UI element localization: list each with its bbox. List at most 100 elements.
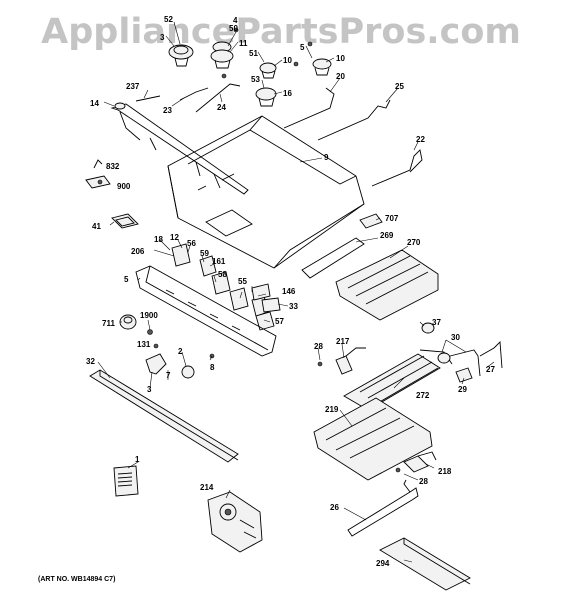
label-18: 18 <box>154 235 163 244</box>
label-1: 1 <box>135 455 140 464</box>
watermark: AppliancePartsPros.com <box>41 12 521 52</box>
label-33: 33 <box>289 302 298 311</box>
screw-131[interactable] <box>153 343 159 349</box>
bracket-146[interactable] <box>251 283 271 301</box>
label-219: 219 <box>325 405 339 414</box>
label-32: 32 <box>86 357 95 366</box>
tube-27[interactable] <box>479 340 503 369</box>
cover-plate-41[interactable] <box>111 213 139 229</box>
label-10a: 10 <box>283 56 292 65</box>
bracket-900[interactable] <box>85 175 111 189</box>
cap-707[interactable] <box>359 213 383 229</box>
burner-tube-24[interactable] <box>195 83 241 113</box>
igniter-wire-237[interactable] <box>135 95 161 102</box>
burner-tube-22[interactable] <box>371 149 423 187</box>
label-7: 7 <box>166 371 171 380</box>
label-52: 52 <box>164 15 173 24</box>
label-131: 131 <box>137 340 151 349</box>
label-3b: 3 <box>147 385 152 394</box>
manual-1[interactable] <box>113 465 139 497</box>
label-10b: 10 <box>336 54 345 63</box>
label-8: 8 <box>210 363 215 372</box>
burner-tube-25[interactable] <box>317 99 391 141</box>
igniter-218[interactable] <box>403 451 437 473</box>
label-22: 22 <box>416 135 425 144</box>
label-218: 218 <box>438 467 452 476</box>
label-25: 25 <box>395 82 404 91</box>
burner-head-right[interactable] <box>312 58 332 76</box>
shield-270[interactable] <box>335 249 439 321</box>
bake-burner-26[interactable] <box>347 479 419 537</box>
bezel-3[interactable] <box>145 353 167 375</box>
label-206: 206 <box>131 247 145 256</box>
rail-269[interactable] <box>301 237 365 279</box>
label-14: 14 <box>90 99 99 108</box>
label-16: 16 <box>283 89 292 98</box>
label-26: 26 <box>330 503 339 512</box>
burner-head-left[interactable] <box>168 44 194 67</box>
switch-33[interactable] <box>261 297 281 313</box>
label-41: 41 <box>92 222 101 231</box>
burner-box[interactable] <box>167 115 365 269</box>
label-58: 58 <box>218 270 227 279</box>
igniter-217[interactable] <box>335 347 366 375</box>
label-27: 27 <box>486 365 495 374</box>
burner-tube-20[interactable] <box>283 87 335 129</box>
burner-head-bottom[interactable] <box>255 87 277 107</box>
label-9: 9 <box>324 153 329 162</box>
label-161: 161 <box>212 257 226 266</box>
kick-panel-32[interactable] <box>89 369 239 463</box>
knob-711[interactable] <box>119 314 137 330</box>
label-37: 37 <box>432 318 441 327</box>
spark-module-214[interactable] <box>207 491 263 553</box>
label-272: 272 <box>416 391 430 400</box>
label-3: 3 <box>160 33 165 42</box>
label-146: 146 <box>282 287 296 296</box>
label-237: 237 <box>126 82 140 91</box>
screw-1900[interactable] <box>147 329 153 335</box>
label-28b: 28 <box>419 477 428 486</box>
burner-head-center[interactable] <box>210 41 234 69</box>
label-24: 24 <box>217 103 226 112</box>
label-711: 711 <box>102 319 115 328</box>
label-57: 57 <box>275 317 284 326</box>
label-11: 11 <box>239 39 248 48</box>
label-23: 23 <box>163 106 172 115</box>
label-5b: 5 <box>124 275 129 284</box>
elbow-29[interactable] <box>455 367 473 383</box>
label-5a: 5 <box>300 43 305 52</box>
label-1900: 1900 <box>140 311 158 320</box>
manifold-pipe[interactable] <box>110 102 249 195</box>
label-30: 30 <box>451 333 460 342</box>
label-217: 217 <box>336 337 350 346</box>
label-50: 50 <box>229 24 238 33</box>
label-832: 832 <box>106 162 120 171</box>
label-4: 4 <box>233 16 238 25</box>
label-55: 55 <box>238 277 247 286</box>
broil-burner-272[interactable] <box>343 349 453 411</box>
burner-tube-23[interactable] <box>179 87 209 101</box>
knob-7[interactable] <box>181 365 195 379</box>
label-56: 56 <box>187 239 196 248</box>
burner-head-right-top[interactable] <box>259 62 277 79</box>
label-20: 20 <box>336 72 345 81</box>
rail-294[interactable] <box>379 537 471 591</box>
label-2: 2 <box>178 347 183 356</box>
label-59: 59 <box>200 249 209 258</box>
label-270: 270 <box>407 238 421 247</box>
label-51: 51 <box>249 49 258 58</box>
label-214: 214 <box>200 483 214 492</box>
label-28a: 28 <box>314 342 323 351</box>
control-panel-5[interactable] <box>135 265 277 357</box>
wire-832[interactable] <box>93 159 103 169</box>
label-707: 707 <box>385 214 399 223</box>
label-294: 294 <box>376 559 390 568</box>
fitting-30[interactable] <box>437 349 481 377</box>
label-269: 269 <box>380 231 394 240</box>
label-12: 12 <box>170 233 179 242</box>
orifice-37[interactable] <box>421 322 435 334</box>
bake-shield-219[interactable] <box>313 397 433 481</box>
art-number: (ART NO. WB14894 C7) <box>38 576 116 583</box>
label-900: 900 <box>117 182 131 191</box>
